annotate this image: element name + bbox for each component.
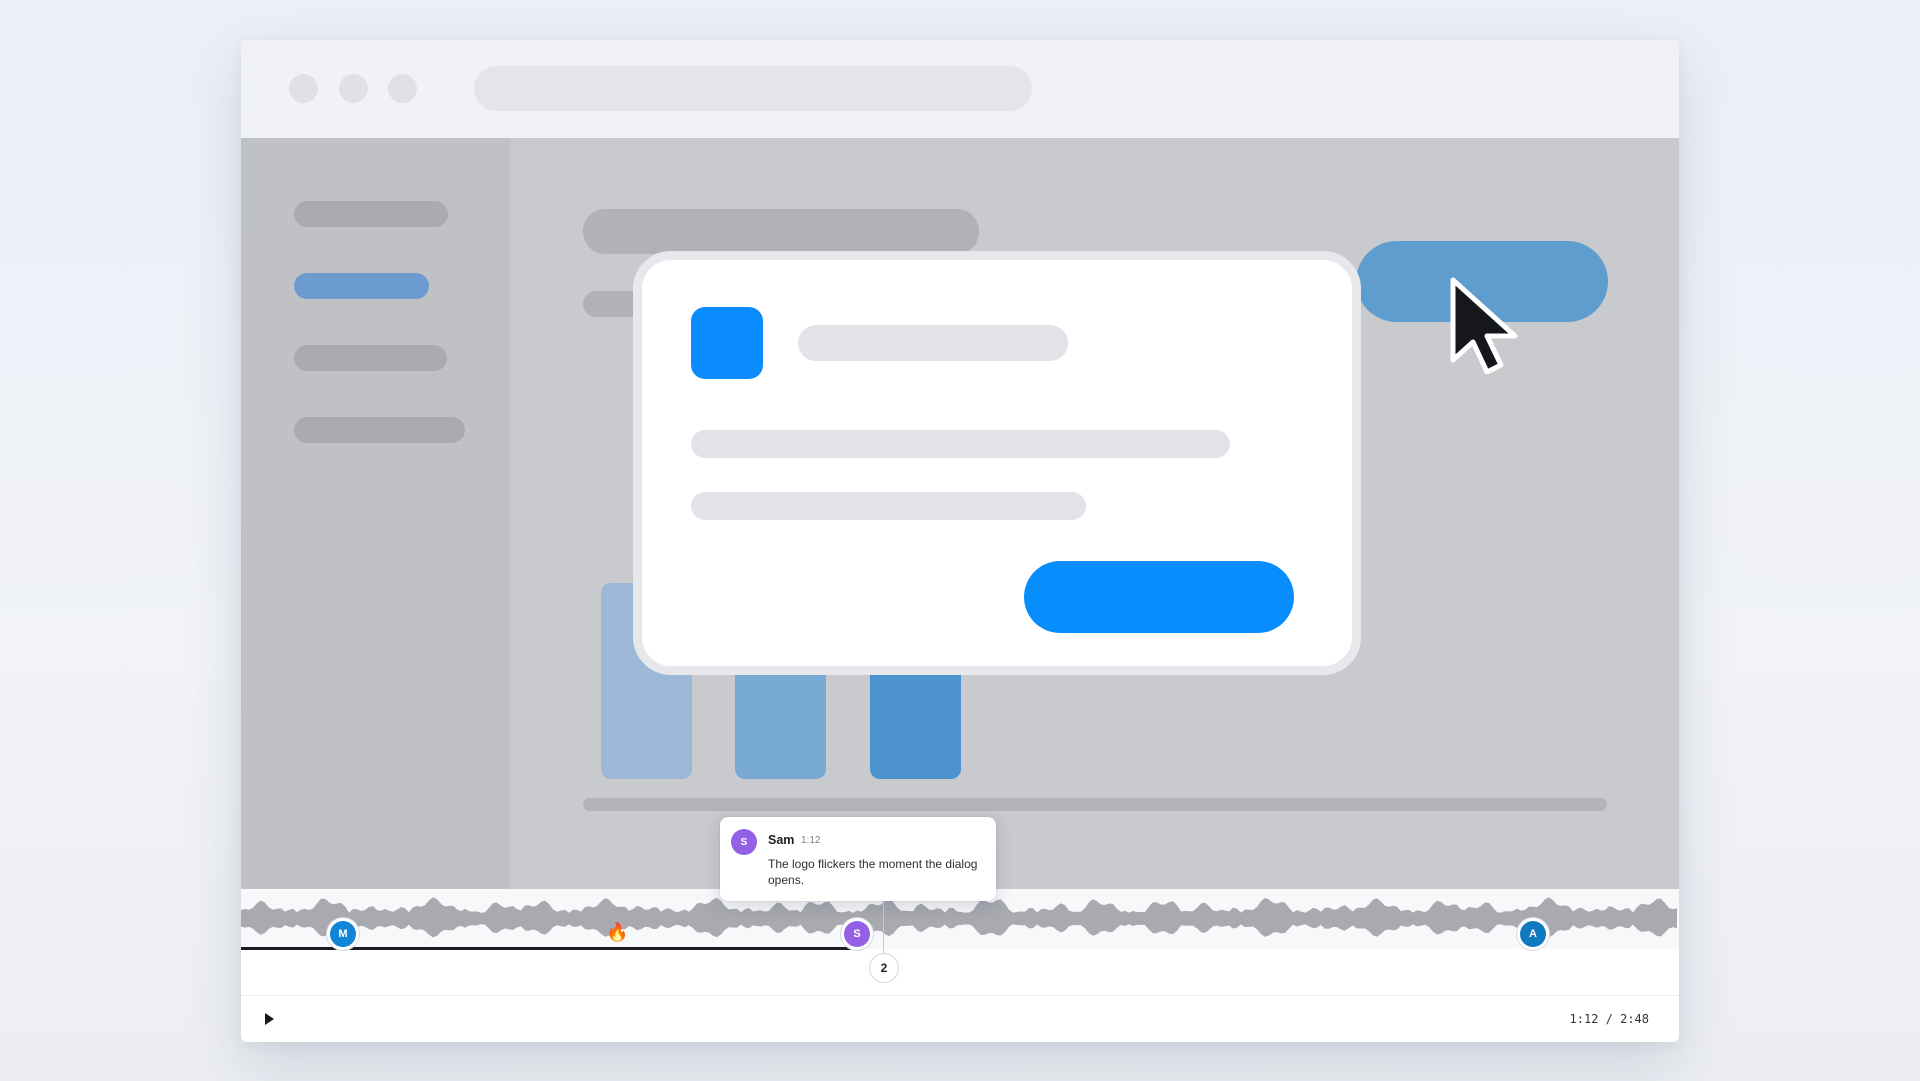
dialog-line-placeholder bbox=[691, 430, 1230, 458]
address-bar[interactable] bbox=[474, 66, 1032, 111]
comment-author: Sam bbox=[768, 833, 795, 847]
sidebar-item-active[interactable] bbox=[294, 273, 429, 299]
comment-text: The logo flickers the moment the dialog … bbox=[768, 857, 978, 887]
dialog-logo-icon bbox=[691, 307, 763, 379]
sidebar-item[interactable] bbox=[294, 417, 465, 443]
browser-window: M 🔥 S A 2 1:12 / 2:48 S Sam 1:12 The log… bbox=[241, 40, 1679, 1042]
fire-icon[interactable]: 🔥 bbox=[606, 922, 629, 942]
sidebar bbox=[241, 138, 510, 889]
dialog-line-placeholder bbox=[691, 492, 1086, 520]
audio-waveform bbox=[241, 897, 1677, 938]
app-viewport bbox=[241, 138, 1679, 889]
play-icon bbox=[265, 1013, 274, 1025]
dialog-title-placeholder bbox=[798, 325, 1068, 361]
page-title-placeholder bbox=[583, 209, 979, 254]
marker-s[interactable]: S bbox=[844, 921, 870, 947]
close-dot[interactable] bbox=[289, 74, 318, 103]
mouse-pointer-icon bbox=[1450, 277, 1518, 374]
minimize-dot[interactable] bbox=[339, 74, 368, 103]
divider-placeholder bbox=[583, 798, 1607, 811]
marker-m[interactable]: M bbox=[330, 921, 356, 947]
maximize-dot[interactable] bbox=[388, 74, 417, 103]
time-display: 1:12 / 2:48 bbox=[1569, 1012, 1649, 1026]
sidebar-item[interactable] bbox=[294, 345, 447, 371]
timeline-progress[interactable] bbox=[241, 947, 859, 950]
sidebar-item[interactable] bbox=[294, 201, 448, 227]
marker-a[interactable]: A bbox=[1520, 921, 1546, 947]
title-bar bbox=[241, 40, 1679, 138]
comment-timestamp[interactable]: 1:12 bbox=[801, 835, 821, 846]
player-controls: 1:12 / 2:48 bbox=[241, 995, 1679, 1042]
avatar: S bbox=[731, 829, 757, 855]
dialog bbox=[633, 251, 1361, 675]
filmstrip[interactable] bbox=[241, 889, 1679, 949]
comment-count-badge[interactable]: 2 bbox=[869, 953, 899, 983]
play-button[interactable] bbox=[260, 1010, 278, 1028]
playhead[interactable] bbox=[883, 889, 884, 971]
dialog-confirm-button[interactable] bbox=[1024, 561, 1294, 633]
comment-popover: S Sam 1:12 The logo flickers the moment … bbox=[720, 817, 996, 901]
